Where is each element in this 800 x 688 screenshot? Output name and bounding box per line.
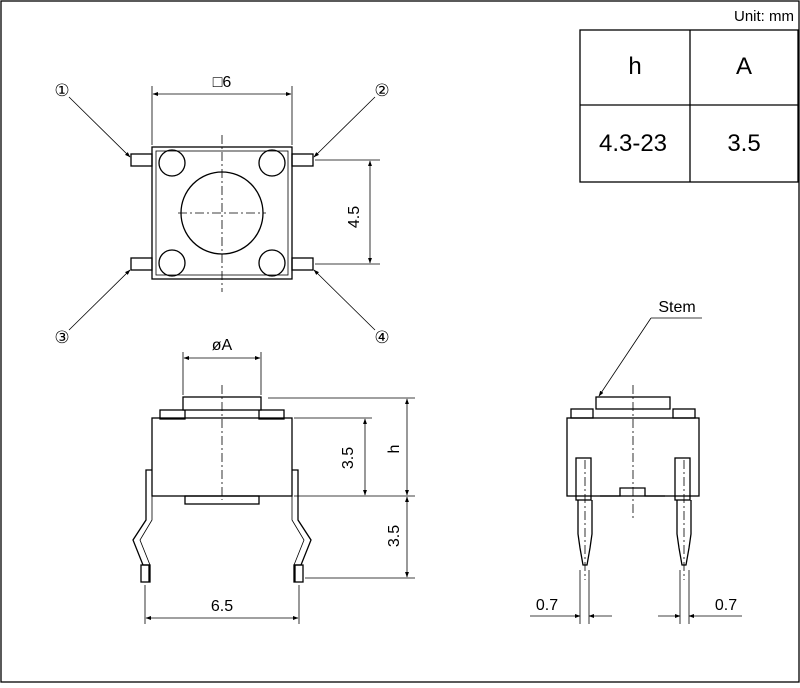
table-header-a: A — [736, 53, 752, 80]
lead-2 — [291, 153, 314, 167]
lead-1 — [130, 153, 153, 167]
spec-table: h A 4.3-23 3.5 — [579, 29, 799, 183]
lead-length-label: 3.5 — [386, 525, 403, 547]
side-view: Stem 0.7 0.7 — [530, 299, 742, 624]
pin-4-label: ④ — [374, 328, 389, 347]
table-value-h: 4.3-23 — [599, 130, 667, 157]
lead-4 — [291, 257, 314, 271]
diameter-label: øA — [212, 337, 233, 354]
table-value-a: 3.5 — [727, 130, 760, 157]
top-view: □6 4.5 ① ② ③ ④ — [54, 74, 389, 347]
pitch-label: 4.5 — [346, 206, 363, 228]
lead-span-label: 6.5 — [211, 598, 233, 615]
pin-3-label: ③ — [54, 328, 69, 347]
stem-height-label: 3.5 — [340, 447, 357, 469]
pin-1-label: ① — [54, 81, 69, 100]
lead-3 — [130, 257, 153, 271]
height-label: h — [386, 445, 403, 454]
unit-label: Unit: mm — [734, 8, 794, 25]
lead-width-left-label: 0.7 — [536, 597, 558, 614]
pin-2-label: ② — [374, 81, 389, 100]
lead-width-right-label: 0.7 — [715, 597, 737, 614]
front-view: øA 3.5 h 3.5 6.5 — [132, 337, 415, 624]
width-label: □6 — [213, 74, 232, 91]
stem-label: Stem — [658, 299, 695, 316]
table-header-h: h — [628, 53, 641, 80]
